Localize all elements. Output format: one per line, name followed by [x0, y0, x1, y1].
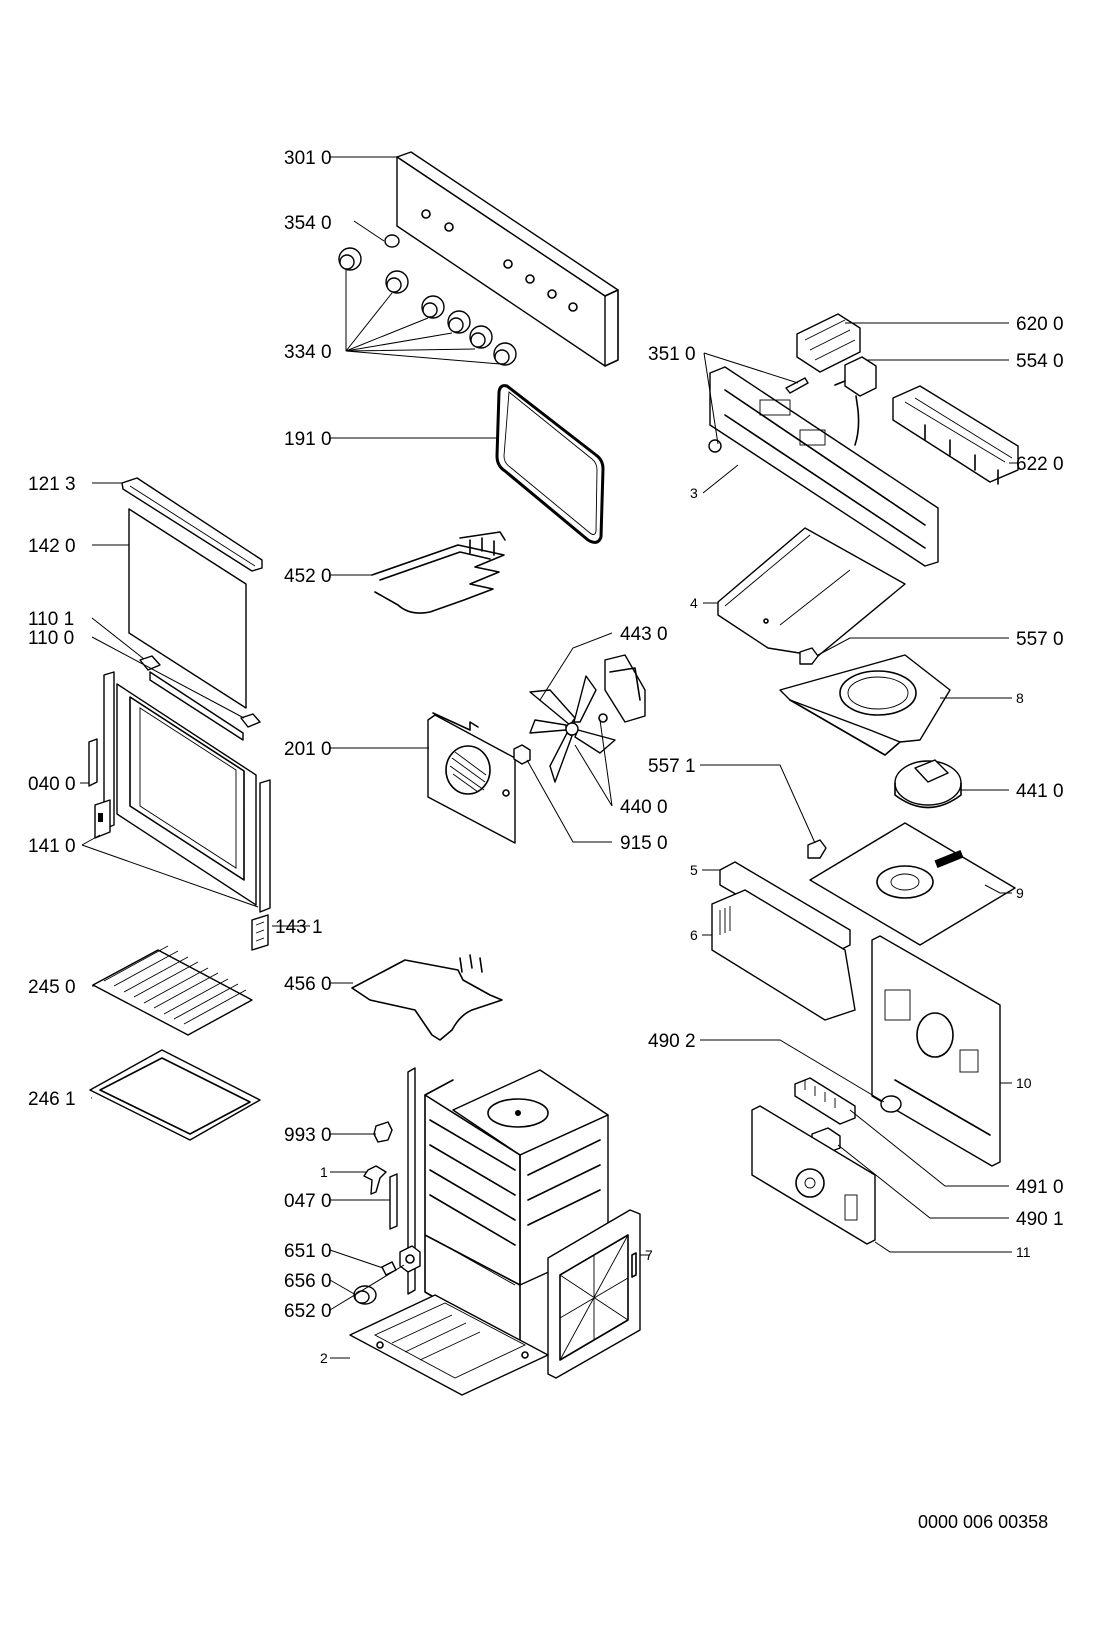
label-656-0: 656 0 — [284, 1271, 332, 1292]
label-441-0: 441 0 — [1016, 781, 1064, 802]
label-11: 11 — [1016, 1244, 1031, 1260]
small-fixing-parts — [363, 1121, 398, 1230]
grill-element-part — [371, 531, 506, 614]
document-code: 0000 006 00358 — [918, 1512, 1049, 1532]
label-110-0: 110 0 — [28, 628, 74, 649]
leader-lines — [80, 156, 1018, 1359]
label-452-0: 452 0 — [284, 566, 332, 587]
switch-bank-part — [892, 385, 1019, 485]
label-191-0: 191 0 — [284, 429, 332, 450]
inner-glass-part — [128, 508, 247, 709]
fan-nut-part — [513, 744, 531, 765]
thermostat-part — [834, 356, 877, 446]
label-620-0: 620 0 — [1016, 314, 1064, 335]
air-duct-part — [719, 861, 851, 953]
second-safety-thermostat-part — [807, 839, 827, 859]
label-143-1: 143 1 — [275, 917, 323, 938]
label-3: 3 — [690, 485, 698, 501]
label-490-2: 490 2 — [648, 1031, 696, 1052]
back-plate-part — [751, 1105, 876, 1245]
label-201-0: 201 0 — [284, 739, 332, 760]
rear-knob-part — [880, 1095, 902, 1113]
label-554-0: 554 0 — [1016, 351, 1064, 372]
label-2: 2 — [320, 1350, 328, 1366]
label-9: 9 — [1016, 885, 1024, 901]
label-142-0: 142 0 — [28, 536, 76, 557]
label-040-0: 040 0 — [28, 774, 76, 795]
safety-thermostat-part — [799, 647, 819, 665]
selector-switch-part — [796, 313, 861, 373]
label-121-3: 121 3 — [28, 474, 76, 495]
control-panel-part — [396, 151, 619, 367]
cooling-fan-part — [894, 759, 962, 809]
label-141-0: 141 0 — [28, 836, 76, 857]
label-622-0: 622 0 — [1016, 454, 1064, 475]
label-491-0: 491 0 — [1016, 1177, 1064, 1198]
label-110-1: 110 1 — [28, 609, 74, 630]
knobs-part — [338, 247, 517, 366]
lower-element-part — [351, 954, 503, 1041]
fan-plate-part — [809, 822, 1016, 946]
label-354-0: 354 0 — [284, 213, 332, 234]
label-652-0: 652 0 — [284, 1301, 332, 1322]
label-351-0: 351 0 — [648, 344, 696, 365]
label-557-0: 557 0 — [1016, 629, 1064, 650]
label-245-0: 245 0 — [28, 977, 76, 998]
control-frame-part — [708, 366, 939, 567]
label-047-0: 047 0 — [284, 1191, 332, 1212]
terminal-block-part — [794, 1077, 856, 1125]
label-334-0: 334 0 — [284, 342, 332, 363]
label-456-0: 456 0 — [284, 974, 332, 995]
side-panel-part — [711, 889, 856, 1021]
back-cover-part — [871, 935, 1001, 1167]
indicator-lamp-part — [384, 234, 400, 248]
label-557-1: 557 1 — [648, 756, 696, 777]
oven-lamp-parts — [353, 1245, 421, 1305]
door-top-trim-part — [121, 477, 263, 572]
label-440-0: 440 0 — [620, 797, 668, 818]
label-1: 1 — [320, 1164, 328, 1180]
label-7: 7 — [645, 1247, 653, 1263]
part-labels: 301 0 354 0 334 0 191 0 121 3 142 0 452 … — [28, 148, 1064, 1366]
label-6: 6 — [690, 927, 698, 943]
label-5: 5 — [690, 862, 698, 878]
fan-blade-part — [529, 675, 616, 783]
glass-support-parts — [139, 655, 261, 741]
outer-door-part — [94, 671, 271, 913]
door-clip-part — [251, 914, 269, 951]
label-8: 8 — [1016, 690, 1024, 706]
bottom-panel-part — [349, 1294, 549, 1396]
baking-tray-part — [89, 1049, 261, 1141]
label-443-0: 443 0 — [620, 624, 668, 645]
door-seal-part — [495, 384, 605, 544]
label-246-1: 246 1 — [28, 1089, 76, 1110]
label-915-0: 915 0 — [620, 833, 668, 854]
fan-motor-part — [598, 654, 646, 723]
rear-panel-part — [547, 1209, 641, 1379]
label-651-0: 651 0 — [284, 1241, 332, 1262]
cooling-fan-housing-part — [779, 654, 951, 756]
label-10: 10 — [1016, 1075, 1032, 1091]
top-cover-plate-part — [717, 527, 906, 657]
fan-cover-part — [427, 712, 516, 844]
wire-shelf-part — [92, 945, 253, 1036]
label-301-0: 301 0 — [284, 148, 332, 169]
hinge-part — [88, 738, 98, 787]
label-490-1: 490 1 — [1016, 1209, 1064, 1230]
label-993-0: 993 0 — [284, 1125, 332, 1146]
label-4: 4 — [690, 595, 698, 611]
